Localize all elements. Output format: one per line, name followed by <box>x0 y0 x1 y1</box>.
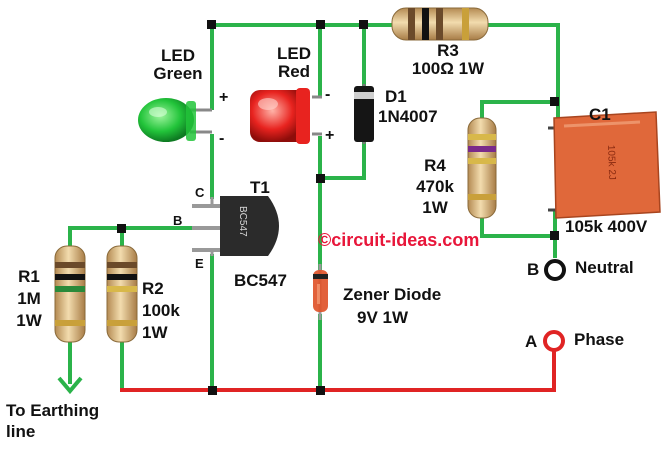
junction-dot <box>550 97 559 106</box>
r1-name: R1 <box>18 267 40 286</box>
wires-green <box>68 23 560 392</box>
earth-arrow <box>57 376 83 395</box>
led-green-plus: + <box>219 89 229 106</box>
zener-label: Zener Diode 9V 1W <box>343 286 441 327</box>
junction-dot <box>316 20 325 29</box>
earth-label: To Earthing line <box>6 402 99 441</box>
led-red-minus: - <box>325 86 331 103</box>
led-red-plus: + <box>325 127 335 144</box>
capacitor-body-text: 105k 2J <box>605 145 617 180</box>
phase-label: Phase <box>574 330 625 349</box>
earth-label-line1: To Earthing <box>6 401 100 420</box>
r3-name: R3 <box>437 41 459 60</box>
transistor-body-text: BC547 <box>237 206 248 237</box>
t1-pin-b: B <box>173 213 183 228</box>
neutral-label: Neutral <box>575 258 634 277</box>
wire-r4-bottom <box>480 210 557 238</box>
junction-dot <box>208 386 217 395</box>
zener-diode <box>313 264 328 320</box>
junction-dot <box>316 386 325 395</box>
wire-d1-bottom <box>318 140 366 180</box>
resistor-r3 <box>391 7 489 41</box>
zener-body <box>313 270 328 312</box>
resistor-r2 <box>106 245 138 343</box>
t1-name: T1 <box>250 178 270 197</box>
led-green-label-line1: LED <box>161 46 195 65</box>
r2-power: 1W <box>142 323 168 342</box>
zener-label-line2: 9V 1W <box>357 308 409 327</box>
phase-terminal <box>543 330 565 352</box>
r4-name: R4 <box>424 156 446 175</box>
r3-label: R3 100Ω 1W <box>398 42 498 78</box>
r2-label: R2 100k 1W <box>142 280 180 342</box>
watermark-text: circuit-ideas.com <box>331 230 480 250</box>
led-red-label-line2: Red <box>277 62 311 81</box>
t1-pin-e: E <box>195 256 204 271</box>
led-green-dome <box>138 98 194 142</box>
r4-power: 1W <box>422 198 448 217</box>
capacitor-c1: 105k 2J <box>548 111 661 219</box>
d1-part: 1N4007 <box>378 107 438 126</box>
t1-pin-c: C <box>195 185 205 200</box>
led-red-label-line1: LED <box>277 44 311 63</box>
earth-label-line2: line <box>6 422 36 441</box>
watermark: ©circuit-ideas.com <box>318 230 479 250</box>
r2-value: 100k <box>142 301 180 320</box>
junction-dot <box>550 231 559 240</box>
wire-top-right <box>474 23 560 130</box>
capacitor-body <box>553 111 661 219</box>
copyright-icon: © <box>318 230 332 250</box>
neutral-letter: B <box>527 260 540 279</box>
r1-power: 1W <box>16 311 42 330</box>
junction-dot <box>316 174 325 183</box>
junctions <box>117 20 559 395</box>
led-green <box>138 98 212 142</box>
transistor-body <box>220 196 279 256</box>
r4-label: R4 470k 1W <box>404 157 466 217</box>
diode-d1 <box>354 84 374 144</box>
led-red-label: LED Red <box>262 45 326 81</box>
wire-r4-top <box>480 100 557 127</box>
r1-value: 1M <box>17 289 41 308</box>
led-green-minus: - <box>219 130 225 147</box>
junction-dot <box>117 224 126 233</box>
neutral-terminal <box>544 259 566 281</box>
transistor-t1: BC547 <box>192 196 279 256</box>
wire-r1-r2-top <box>68 226 124 252</box>
junction-dot <box>359 20 368 29</box>
led-green-label-line2: Green <box>153 64 203 83</box>
r2-name: R2 <box>142 279 164 298</box>
led-red <box>250 88 322 144</box>
wire-phase-rail <box>120 350 556 392</box>
resistor-r1 <box>54 245 86 343</box>
junction-dot <box>207 20 216 29</box>
c1-value: 105k 400V <box>565 217 648 236</box>
r3-value: 100Ω 1W <box>411 59 485 78</box>
t1-part: BC547 <box>234 271 287 290</box>
led-green-label: LED Green <box>140 47 216 83</box>
zener-label-line1: Zener Diode <box>343 285 442 304</box>
d1-name: D1 <box>385 87 407 106</box>
c1-name: C1 <box>589 105 611 124</box>
resistor-r4 <box>467 117 497 219</box>
r4-value: 470k <box>416 177 454 196</box>
r1-label: R1 1M 1W <box>8 268 50 330</box>
phase-letter: A <box>525 332 538 351</box>
